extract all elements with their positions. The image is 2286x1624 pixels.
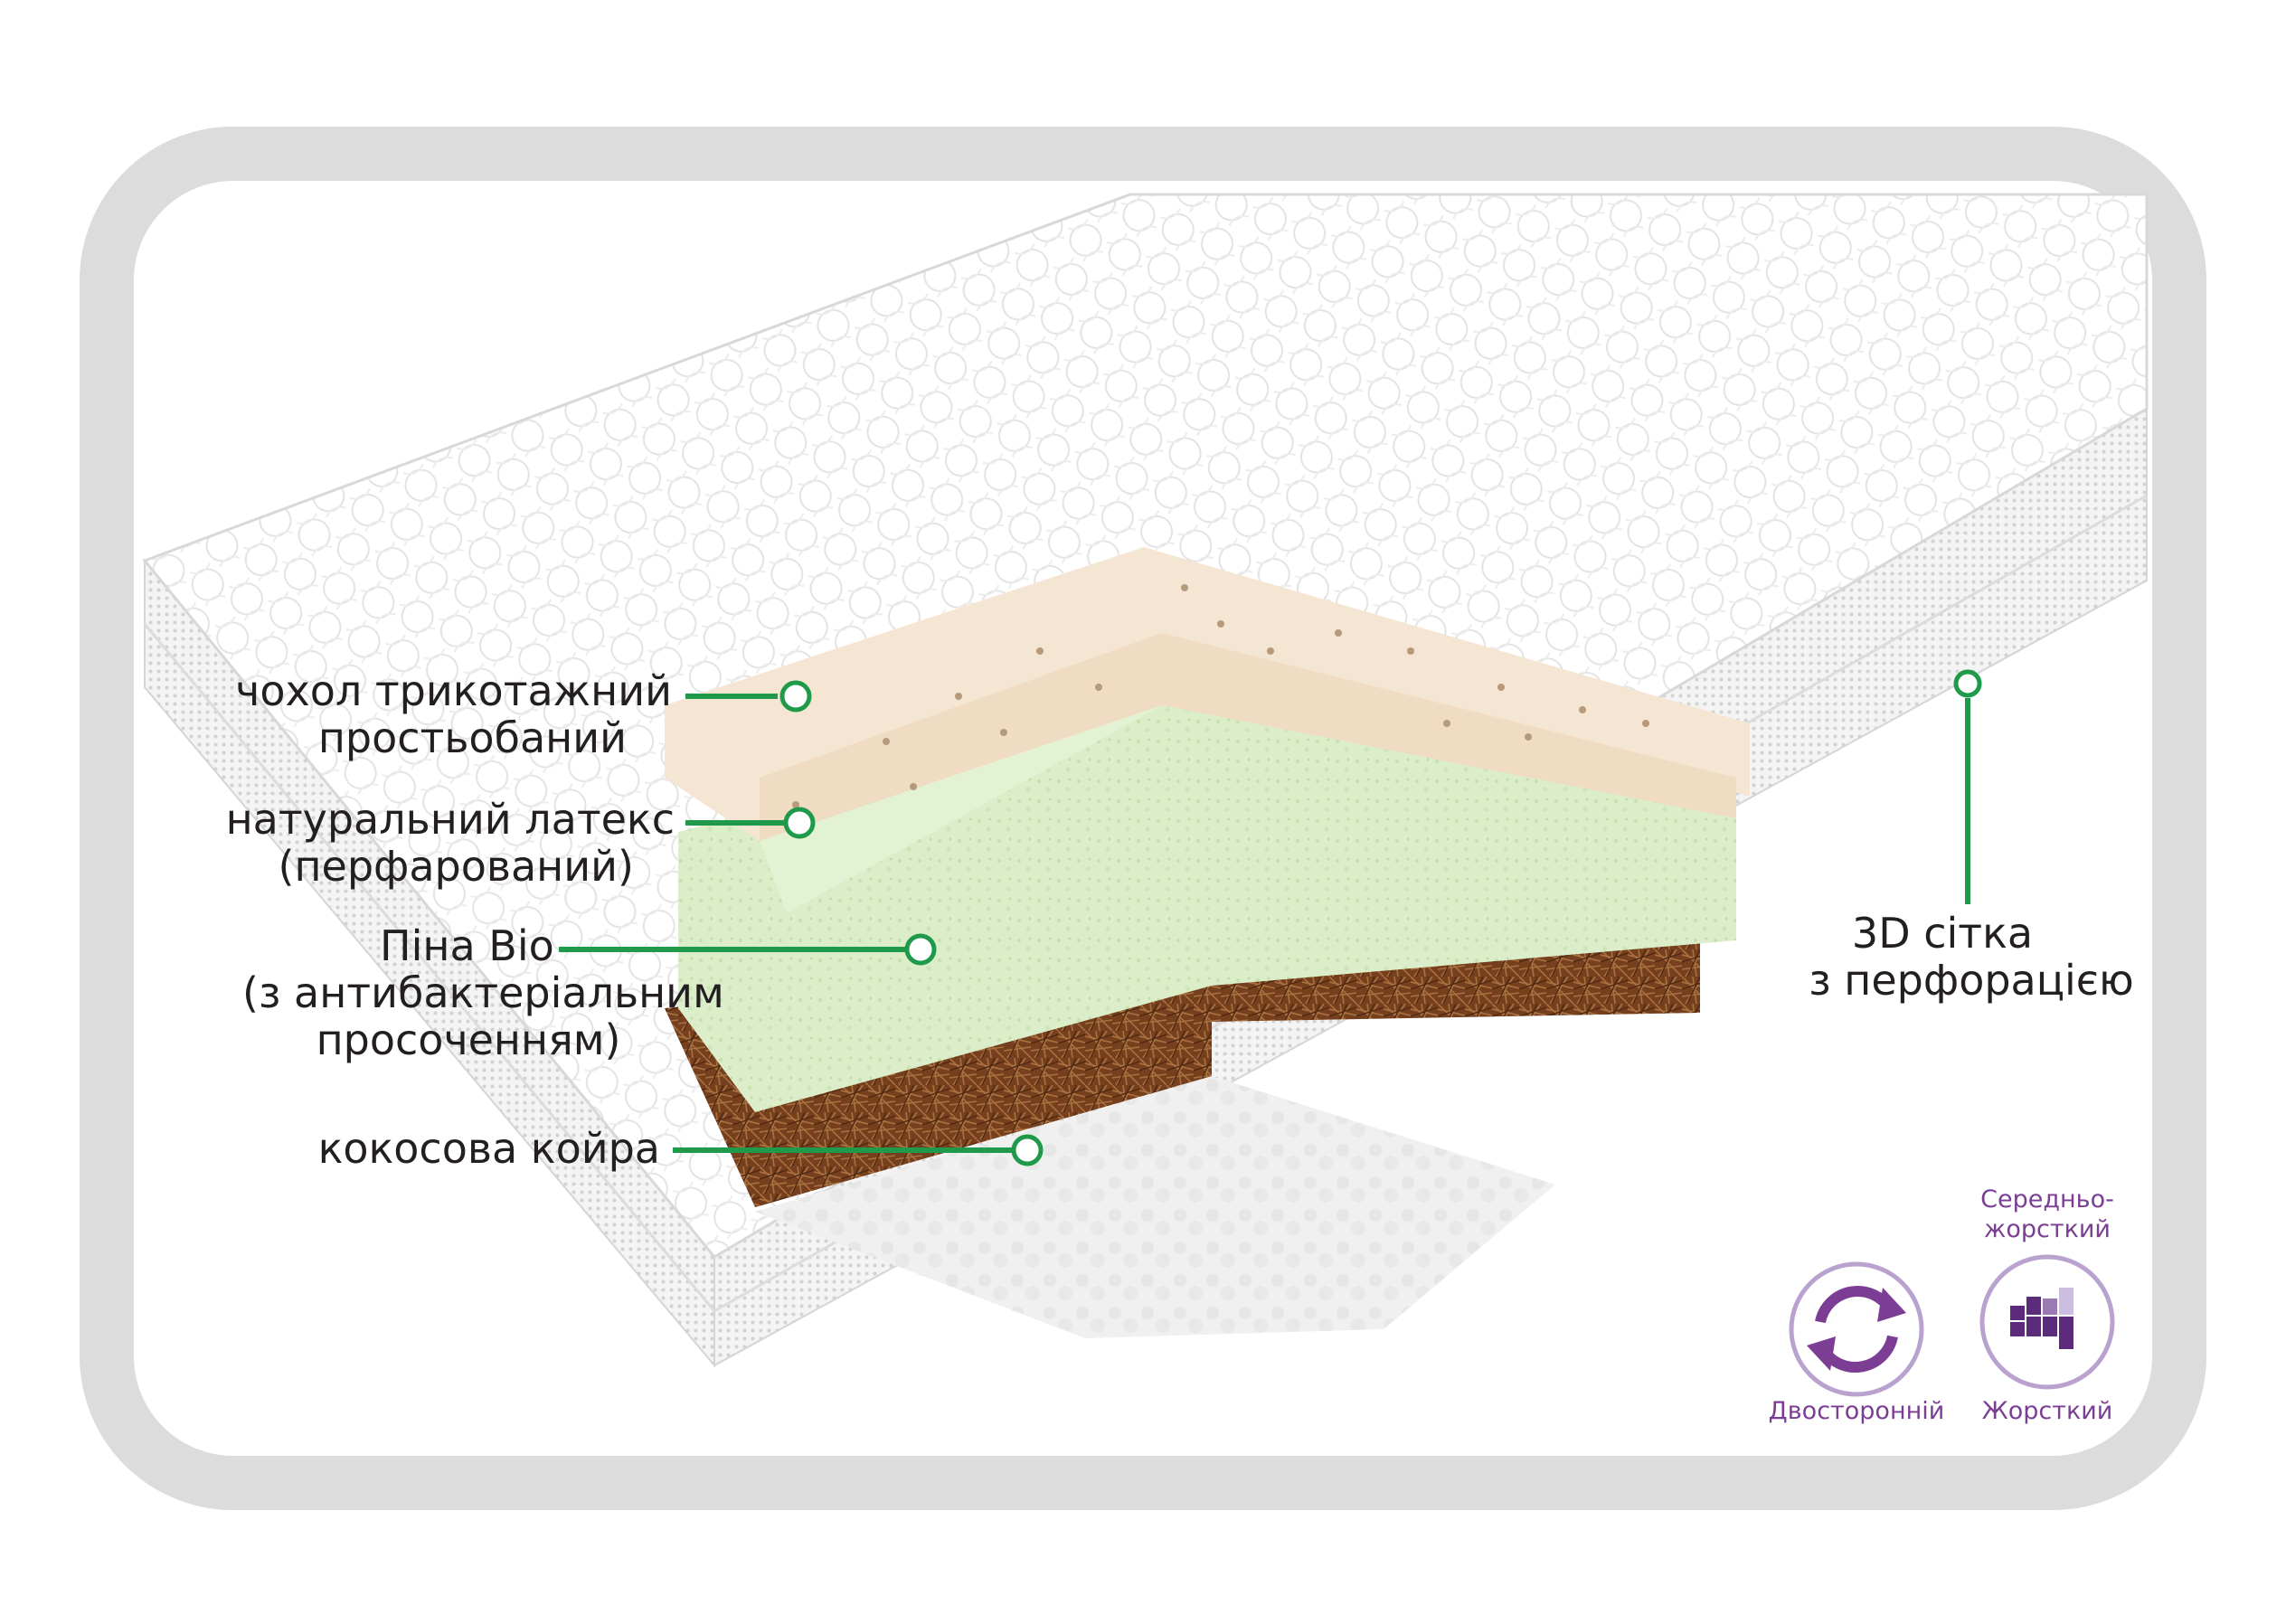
rotate-arrows-icon	[1789, 1261, 1924, 1397]
mesh-label-line2: з перфорацією	[1809, 956, 2134, 1005]
latex-label: натуральний латекс (перфарований)	[226, 796, 675, 890]
coir-label: кокосова койра	[318, 1125, 660, 1172]
latex-label-line2: (перфарований)	[278, 842, 635, 891]
two-sided-caption: Двосторонній	[1768, 1397, 1945, 1425]
latex-label-line1: натуральний латекс	[225, 795, 675, 844]
callout-dot-mesh	[1953, 669, 1982, 698]
stiffness-top-caption: Середньо- жорсткий	[1966, 1185, 2129, 1244]
callout-dot-latex	[783, 807, 816, 839]
callout-dot-cover	[779, 680, 812, 713]
stiffness-blocks-icon	[1979, 1254, 2115, 1390]
mesh-label: 3D сітка з перфорацією	[1800, 910, 2143, 1004]
coir-label-line1: кокосова койра	[317, 1124, 660, 1173]
stiffness-top-line2: жорсткий	[1984, 1215, 2111, 1243]
foam-label-line1: Піна Bio	[380, 921, 554, 970]
foam-label-line2: (з антибактеріальним	[242, 968, 724, 1017]
mesh-label-line1: 3D сітка	[1851, 909, 2034, 958]
foam-label: Піна Bio (з антибактеріальним просочення…	[242, 921, 724, 1064]
cover-label-line2: простьобаний	[317, 713, 627, 762]
callout-dot-coir	[1011, 1134, 1044, 1166]
stiffness-bottom-caption: Жорсткий	[1981, 1397, 2113, 1425]
stiffness-top-line1: Середньо-	[1980, 1185, 2114, 1213]
layer-cutaway	[665, 547, 1750, 1338]
cover-label: чохол трикотажний простьобаний	[235, 667, 672, 761]
callout-dot-foam	[904, 933, 937, 966]
foam-label-line3: просоченням)	[316, 1015, 621, 1064]
cover-label-line1: чохол трикотажний	[235, 666, 672, 715]
